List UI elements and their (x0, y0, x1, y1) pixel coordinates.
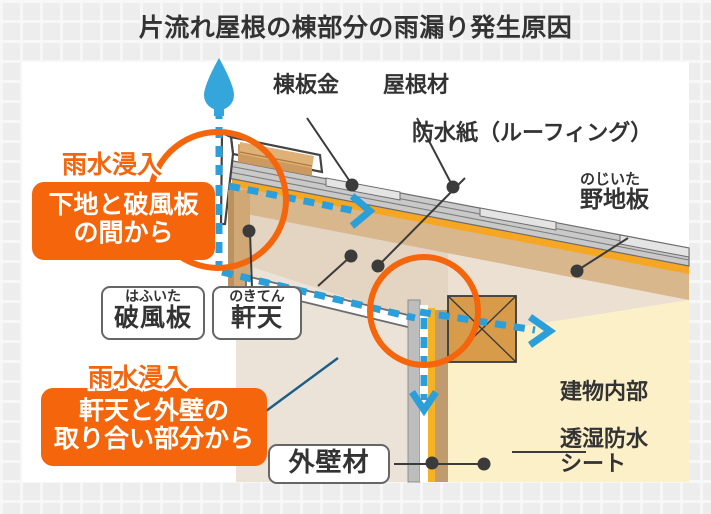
callout-2-heading: 雨水浸入 (85, 361, 190, 395)
callout-1-line2: の間から (73, 218, 174, 247)
callout-1-line1: 下地と破風板 (48, 190, 199, 219)
label-hafuita-furigana: はふいた (125, 289, 181, 305)
leader-dots (242, 178, 584, 471)
label-hafuita-box: はふいた 破風板 (101, 286, 205, 340)
highlight-circle-soffit-wall (367, 254, 481, 368)
label-toushitsu-line2: シート (560, 451, 627, 477)
label-toushitsu-line1: 透湿防水 (560, 427, 649, 452)
label-nojiita-term: 野地板 (580, 186, 649, 213)
water-path-ridge-into-roof (228, 182, 356, 215)
roof-shingle-step-1 (325, 177, 401, 201)
rain-drop-icon (204, 58, 234, 116)
roof-shingle-step-2 (479, 207, 557, 231)
label-nokiten-term: 軒天 (230, 302, 283, 332)
water-arrow-interior (527, 314, 557, 348)
label-hafuita-term: 破風板 (113, 302, 192, 332)
label-nokiten-furigana: のきてん (229, 289, 285, 305)
water-arrow-wall-down (409, 390, 439, 417)
leader-lines (249, 117, 629, 465)
label-nojiita: のじいた 野地板 (580, 170, 649, 213)
callout-2-box: 軒天と外壁の 取り合い部分から (41, 388, 267, 466)
label-mune-bankin: 棟板金 (273, 73, 340, 98)
roof-shingle-step-3 (619, 234, 690, 258)
callout-1-heading: 雨水浸入 (59, 148, 164, 182)
label-yanezai: 屋根材 (383, 73, 450, 98)
hafuita-fascia-shadow (228, 190, 234, 286)
wall-structural-board (435, 310, 448, 482)
callout-2-line1: 軒天と外壁の (78, 396, 229, 425)
water-path-soffit (221, 268, 416, 322)
label-gaihekizai-box: 外壁材 (268, 444, 390, 484)
water-arrow-roof (349, 193, 376, 229)
callout-2-line2: 取り合い部分から (53, 424, 254, 453)
wall-air-gap (420, 305, 428, 482)
label-toushitsu-bousui-sheet: 透湿防水 シート (560, 427, 649, 477)
label-nokiten-box: のきてん 軒天 (212, 286, 302, 340)
callout-1-box: 下地と破風板 の間から (32, 182, 215, 260)
label-tatemono-naibu: 建物内部 (560, 380, 649, 405)
label-nojiita-furigana: のじいた (580, 170, 641, 188)
label-bousuishi: 防水紙（ルーフィング） (412, 121, 653, 146)
label-gaihekizai-term: 外壁材 (288, 447, 370, 478)
page-title: 片流れ屋根の棟部分の雨漏り発生原因 (138, 13, 573, 42)
